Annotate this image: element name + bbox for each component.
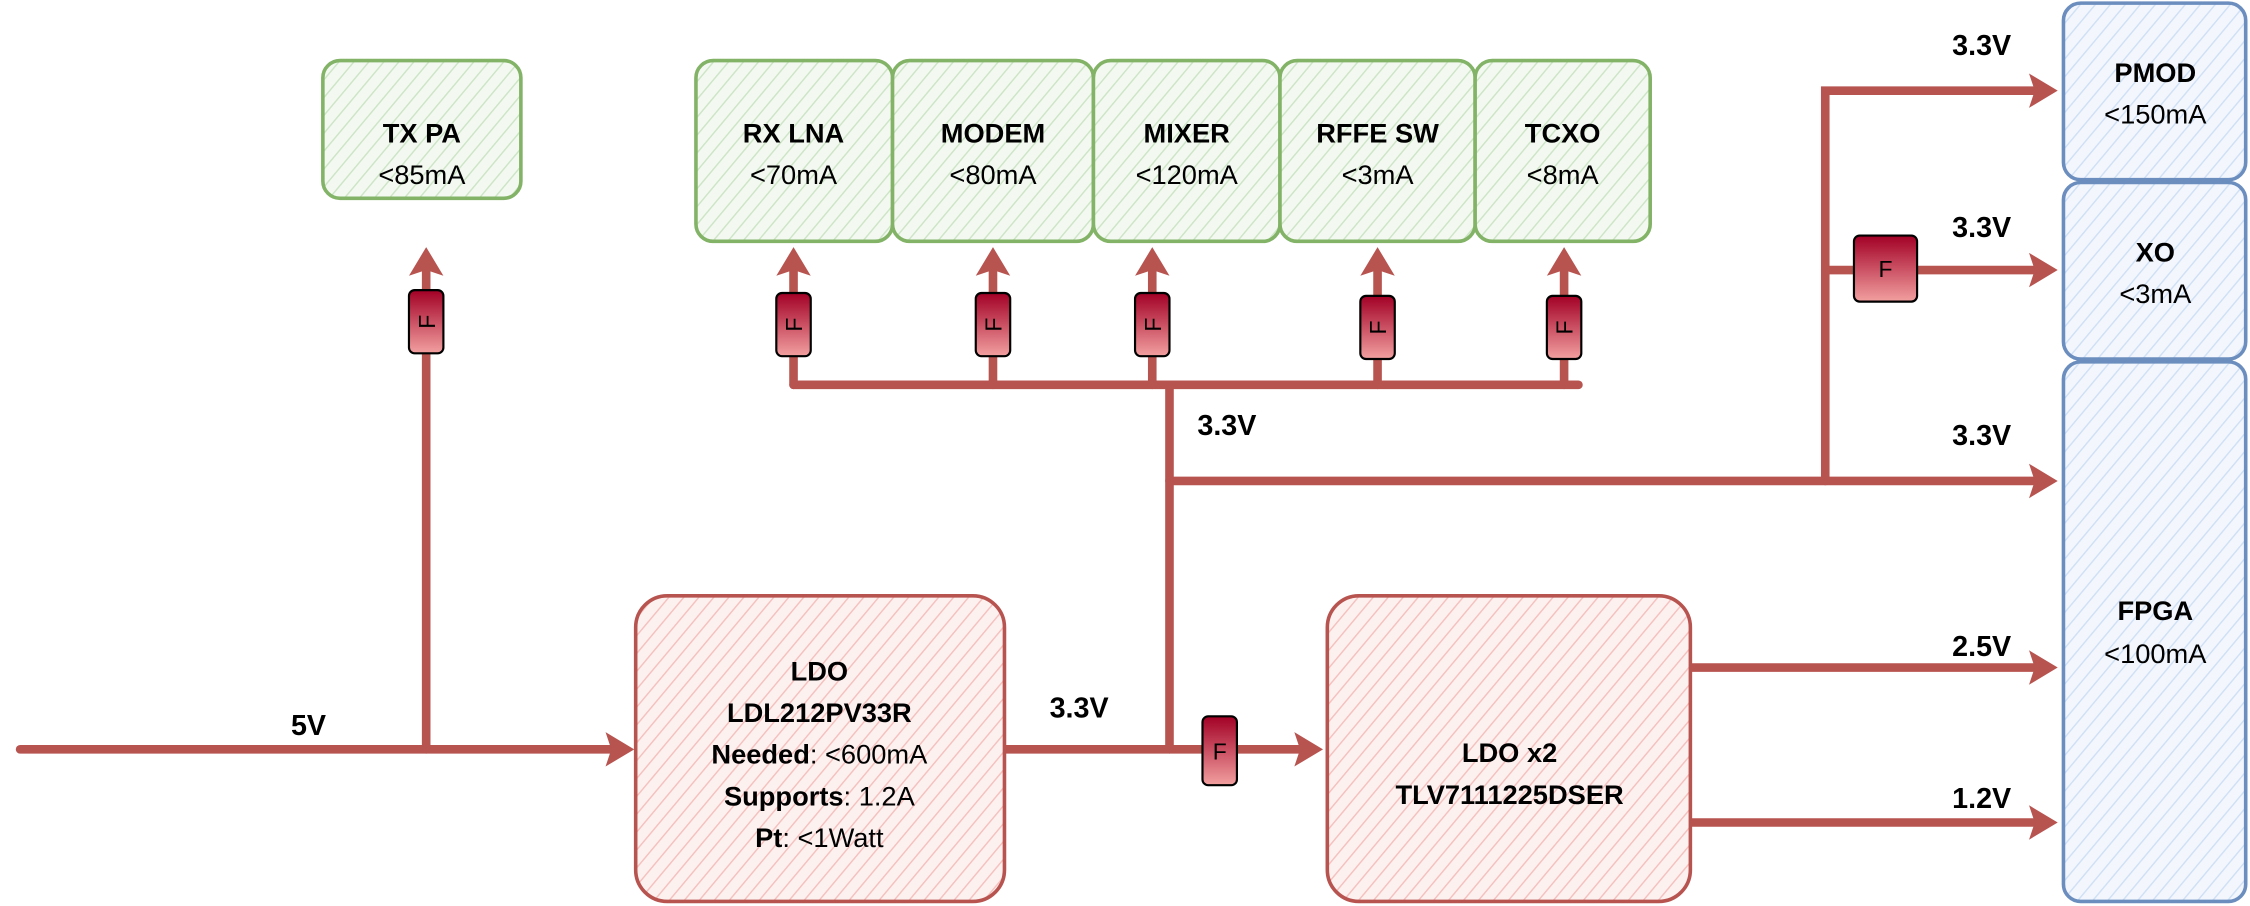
svg-text:TX PA: TX PA <box>383 117 461 148</box>
fuse-rffe-sw: F <box>1359 294 1396 361</box>
svg-text:<3mA: <3mA <box>2119 278 2192 309</box>
svg-text:MIXER: MIXER <box>1144 117 1231 148</box>
fuse-tcxo: F <box>1545 294 1583 361</box>
rffe-sw-block: RFFE SW <3mA <box>1278 58 1477 244</box>
svg-text:LDO x2: LDO x2 <box>1462 737 1557 768</box>
xo-block: XO <3mA <box>2061 180 2248 361</box>
mixer-block: MIXER <120mA <box>1091 58 1282 244</box>
arrow-to-fpga-12 <box>2029 805 2058 840</box>
svg-text:Supports: 1.2A: Supports: 1.2A <box>724 780 916 811</box>
svg-text:PMOD: PMOD <box>2114 57 2196 88</box>
svg-text:F: F <box>1552 320 1578 334</box>
pmod-block: PMOD <150mA <box>2061 1 2248 182</box>
arrow-to-ldo2 <box>1294 732 1324 767</box>
modem-block: MODEM <80mA <box>890 58 1096 244</box>
rail-label-fpga-33: 3.3V <box>1952 420 2011 452</box>
svg-text:<8mA: <8mA <box>1527 159 1600 190</box>
rail-label-pmod: 3.3V <box>1952 30 2011 62</box>
rail-label-5v: 5V <box>291 710 326 742</box>
fuse-tx-pa: F <box>407 289 445 355</box>
fuse-ldo2: F <box>1201 715 1239 787</box>
svg-text:F: F <box>1213 738 1227 764</box>
svg-text:RFFE SW: RFFE SW <box>1316 117 1439 148</box>
arrow-to-ldo1 <box>605 732 635 767</box>
svg-text:<70mA: <70mA <box>750 159 838 190</box>
arrowheads <box>408 73 2058 840</box>
svg-text:LDL212PV33R: LDL212PV33R <box>727 697 912 728</box>
arrow-to-fpga-25 <box>2029 650 2058 685</box>
fuse-xo: F <box>1852 234 1919 303</box>
svg-text:<120mA: <120mA <box>1136 159 1239 190</box>
ldo2-block: LDO x2 TLV7111225DSER <box>1325 593 1693 904</box>
arrow-to-tx-pa <box>408 247 444 276</box>
arrow-to-modem <box>975 247 1011 276</box>
svg-text:<3mA: <3mA <box>1342 159 1415 190</box>
arrow-to-xo <box>2029 252 2058 288</box>
tcxo-block: TCXO <8mA <box>1473 58 1652 244</box>
svg-text:MODEM: MODEM <box>941 117 1045 148</box>
tx-pa-block: TX PA <85mA <box>321 58 523 201</box>
svg-text:F: F <box>781 318 807 332</box>
arrow-to-fpga-33 <box>2029 463 2058 499</box>
fuse-modem: F <box>974 291 1012 358</box>
svg-text:F: F <box>1140 318 1166 332</box>
fuse-rx-lna: F <box>775 291 812 358</box>
arrow-to-tcxo <box>1546 247 1582 276</box>
arrow-to-rffe-sw <box>1360 247 1395 276</box>
svg-text:<100mA: <100mA <box>2104 638 2207 669</box>
svg-text:F: F <box>1879 256 1893 282</box>
rail-label-ldo-out: 3.3V <box>1050 693 1109 725</box>
svg-text:TLV7111225DSER: TLV7111225DSER <box>1395 779 1624 810</box>
ldo1-block: LDO LDL212PV33R Needed: <600mA Supports:… <box>633 593 1007 904</box>
arrow-to-mixer <box>1135 247 1170 276</box>
rail-label-fpga-25: 2.5V <box>1952 631 2011 663</box>
svg-text:RX LNA: RX LNA <box>743 117 844 148</box>
svg-text:<85mA: <85mA <box>378 159 466 190</box>
svg-text:Pt: <1Watt: Pt: <1Watt <box>755 822 884 853</box>
svg-text:F: F <box>414 315 440 329</box>
svg-text:TCXO: TCXO <box>1525 117 1601 148</box>
svg-text:LDO: LDO <box>791 655 849 686</box>
svg-text:Needed: <600mA: Needed: <600mA <box>711 739 928 770</box>
svg-text:XO: XO <box>2136 236 2175 267</box>
rail-label-fpga-12: 1.2V <box>1952 783 2011 815</box>
svg-text:F: F <box>981 318 1007 332</box>
rail-label-rf-bus: 3.3V <box>1197 410 1256 442</box>
svg-text:<150mA: <150mA <box>2104 99 2207 130</box>
rx-lna-block: RX LNA <70mA <box>694 58 895 244</box>
rail-label-xo: 3.3V <box>1952 212 2011 244</box>
svg-text:FPGA: FPGA <box>2117 595 2193 626</box>
arrow-to-pmod <box>2029 73 2058 108</box>
arrow-to-rx-lna <box>776 247 811 276</box>
svg-text:F: F <box>1365 320 1391 334</box>
fpga-block: FPGA <100mA <box>2061 360 2248 904</box>
fuse-mixer: F <box>1133 291 1171 358</box>
svg-text:<80mA: <80mA <box>949 159 1037 190</box>
